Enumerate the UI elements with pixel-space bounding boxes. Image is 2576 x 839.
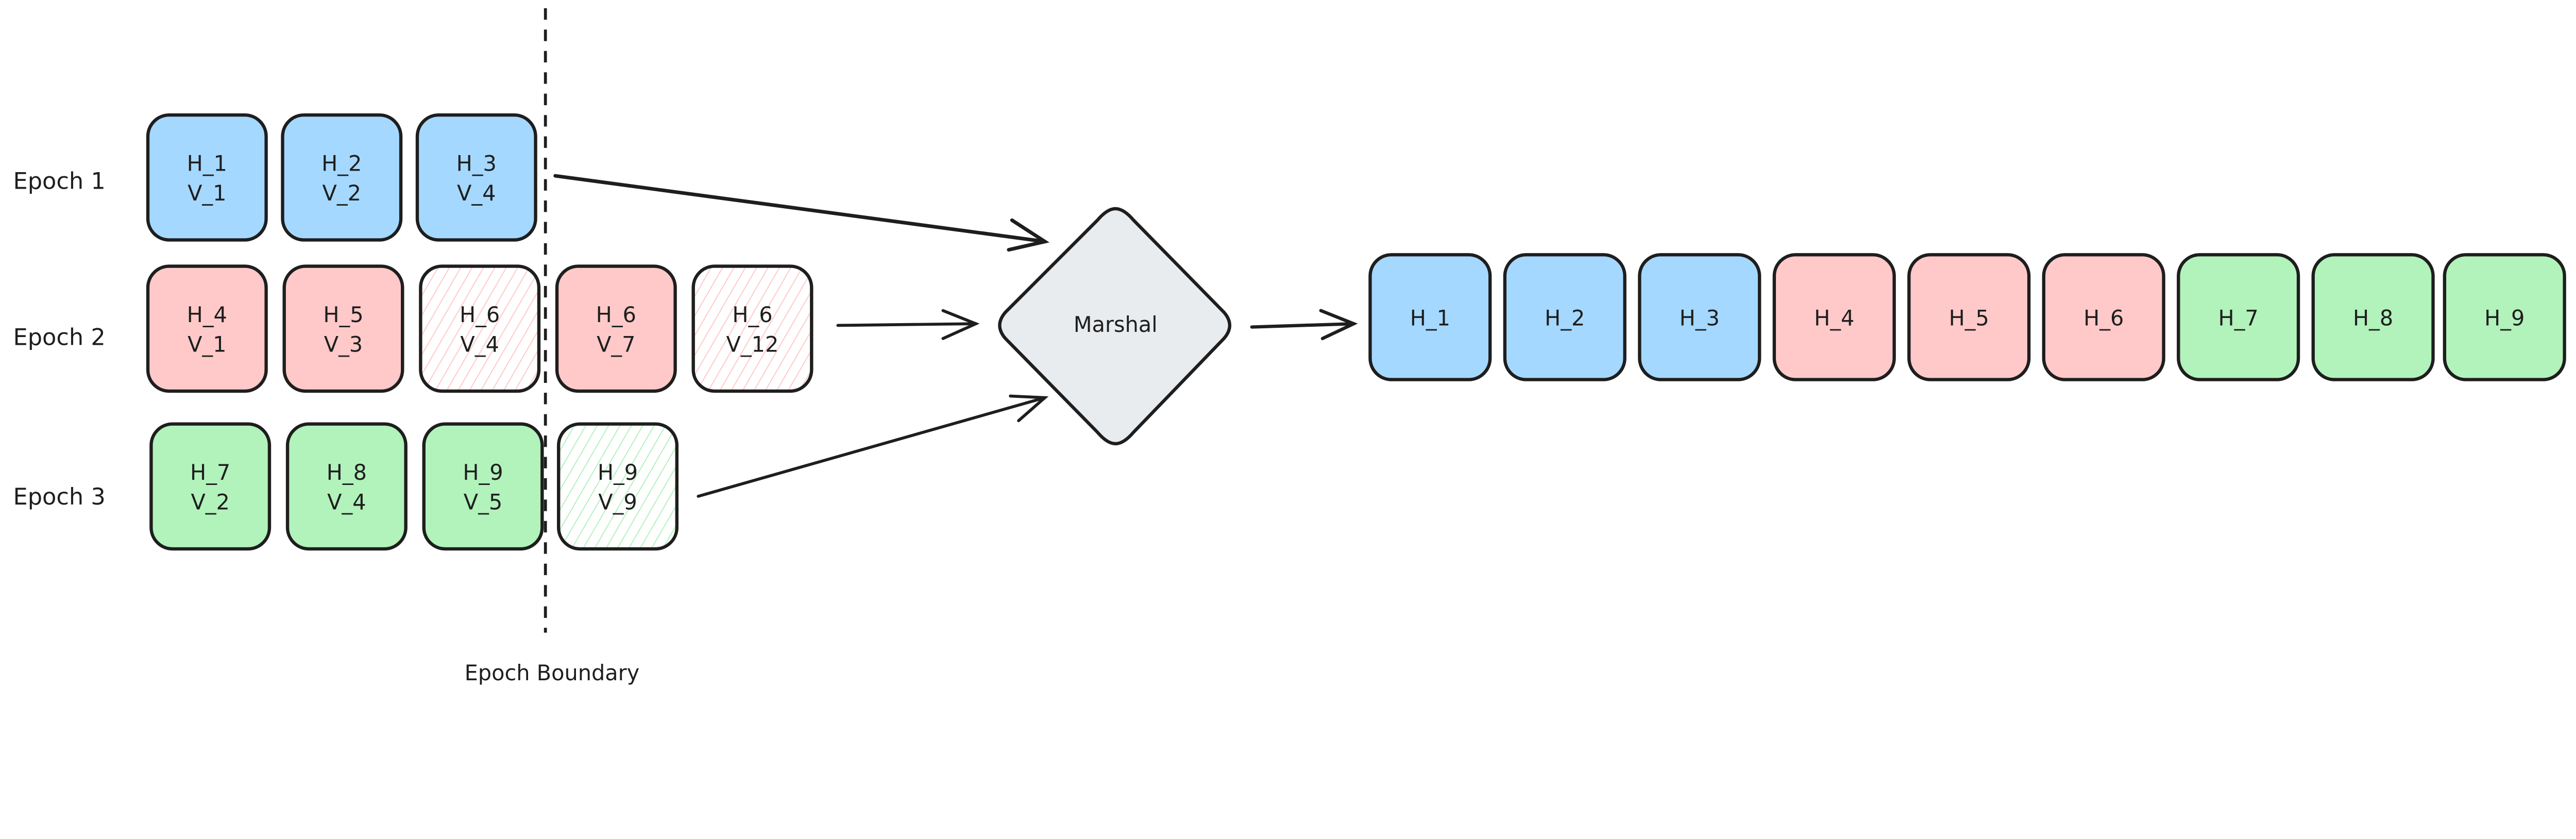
box-shape	[281, 113, 403, 242]
output-record-box: H_7	[2177, 253, 2300, 381]
h-label: H_9	[2484, 306, 2524, 330]
box-shape	[2177, 253, 2300, 381]
output-record-box: H_6	[2042, 253, 2165, 381]
arrow-epoch1-to-marshal	[553, 174, 1049, 252]
h-label: H_5	[323, 303, 363, 327]
h-label: H_7	[190, 460, 230, 485]
box-shape	[149, 422, 272, 551]
arrow-epoch2-to-marshal	[836, 309, 980, 340]
h-label: H_9	[598, 460, 638, 485]
h-label: H_3	[456, 152, 497, 176]
h-label: H_4	[187, 303, 227, 327]
v-label: V_7	[597, 332, 635, 357]
h-label: H_1	[187, 152, 227, 176]
box-shape	[415, 113, 537, 242]
record-box: H_7V_2	[149, 422, 272, 551]
box-shape	[1638, 253, 1761, 381]
h-label: H_8	[2353, 306, 2393, 330]
v-label: V_4	[457, 181, 496, 206]
h-label: H_9	[463, 460, 503, 485]
marshal-label: Marshal	[1074, 312, 1158, 337]
v-label: V_2	[191, 490, 229, 515]
epoch-label: Epoch 1	[13, 168, 106, 195]
box-shape	[146, 113, 268, 242]
epoch-row: Epoch 3H_7V_2H_8V_4H_9V_5H_9V_9	[13, 422, 679, 551]
output-record-box: H_5	[1907, 253, 2031, 381]
box-shape	[691, 264, 814, 393]
record-box: H_9V_5	[422, 422, 544, 551]
h-label: H_5	[1949, 306, 1989, 330]
output-record-box: H_4	[1772, 253, 1896, 381]
h-label: H_2	[1545, 306, 1585, 330]
v-label: V_9	[598, 490, 637, 515]
output-sequence: H_1 H_2 H_3 H_4 H_5 H_6 H_7 H_8 H_9	[1368, 253, 2566, 381]
box-shape	[1907, 253, 2031, 381]
v-label: V_3	[324, 332, 363, 357]
record-box: H_1V_1	[146, 113, 268, 242]
box-shape	[1503, 253, 1626, 381]
record-box: H_4V_1	[146, 264, 268, 393]
box-shape	[1368, 253, 1492, 381]
v-label: V_12	[726, 332, 779, 357]
hatched-record-box: H_9V_9	[557, 422, 679, 551]
box-shape	[2311, 253, 2435, 381]
box-shape	[285, 422, 408, 551]
h-label: H_4	[1814, 306, 1854, 330]
v-label: V_1	[188, 332, 226, 357]
epoch-boundary-label: Epoch Boundary	[465, 661, 640, 685]
epoch-label: Epoch 2	[13, 324, 106, 351]
h-label: H_6	[596, 303, 636, 327]
epoch-row: Epoch 2H_4V_1H_5V_3H_6V_4H_6V_7H_6V_12	[13, 264, 814, 393]
record-box: H_8V_4	[285, 422, 408, 551]
marshal-diamond-shape	[998, 207, 1231, 446]
output-record-box: H_2	[1503, 253, 1626, 381]
h-label: H_2	[321, 152, 362, 176]
box-shape	[419, 264, 541, 393]
h-label: H_1	[1410, 306, 1450, 330]
output-record-box: H_8	[2311, 253, 2435, 381]
box-shape	[2042, 253, 2165, 381]
arrow-marshal-to-output	[1250, 309, 1358, 341]
arrow-epoch3-to-marshal	[697, 394, 1049, 498]
epoch-label: Epoch 3	[13, 483, 106, 510]
epoch-row: Epoch 1H_1V_1H_2V_2H_3V_4	[13, 113, 537, 242]
box-shape	[146, 264, 268, 393]
h-label: H_6	[460, 303, 500, 327]
v-label: V_4	[327, 490, 366, 515]
h-label: H_3	[1680, 306, 1720, 330]
h-label: H_8	[327, 460, 367, 485]
record-box: H_6V_7	[555, 264, 677, 393]
output-record-box: H_1	[1368, 253, 1492, 381]
output-record-box: H_9	[2443, 253, 2566, 381]
box-shape	[282, 264, 404, 393]
marshal-node: Marshal	[998, 207, 1231, 446]
h-label: H_6	[732, 303, 772, 327]
hatched-record-box: H_6V_12	[691, 264, 814, 393]
box-shape	[1772, 253, 1896, 381]
hatched-record-box: H_6V_4	[419, 264, 541, 393]
v-label: V_1	[188, 181, 226, 206]
v-label: V_4	[460, 332, 499, 357]
record-box: H_5V_3	[282, 264, 404, 393]
v-label: V_2	[323, 181, 361, 206]
box-shape	[2443, 253, 2566, 381]
record-box: H_3V_4	[415, 113, 537, 242]
record-box: H_2V_2	[281, 113, 403, 242]
output-record-box: H_3	[1638, 253, 1761, 381]
box-shape	[557, 422, 679, 551]
box-shape	[422, 422, 544, 551]
h-label: H_6	[2083, 306, 2124, 330]
h-label: H_7	[2218, 306, 2259, 330]
v-label: V_5	[464, 490, 502, 515]
box-shape	[555, 264, 677, 393]
